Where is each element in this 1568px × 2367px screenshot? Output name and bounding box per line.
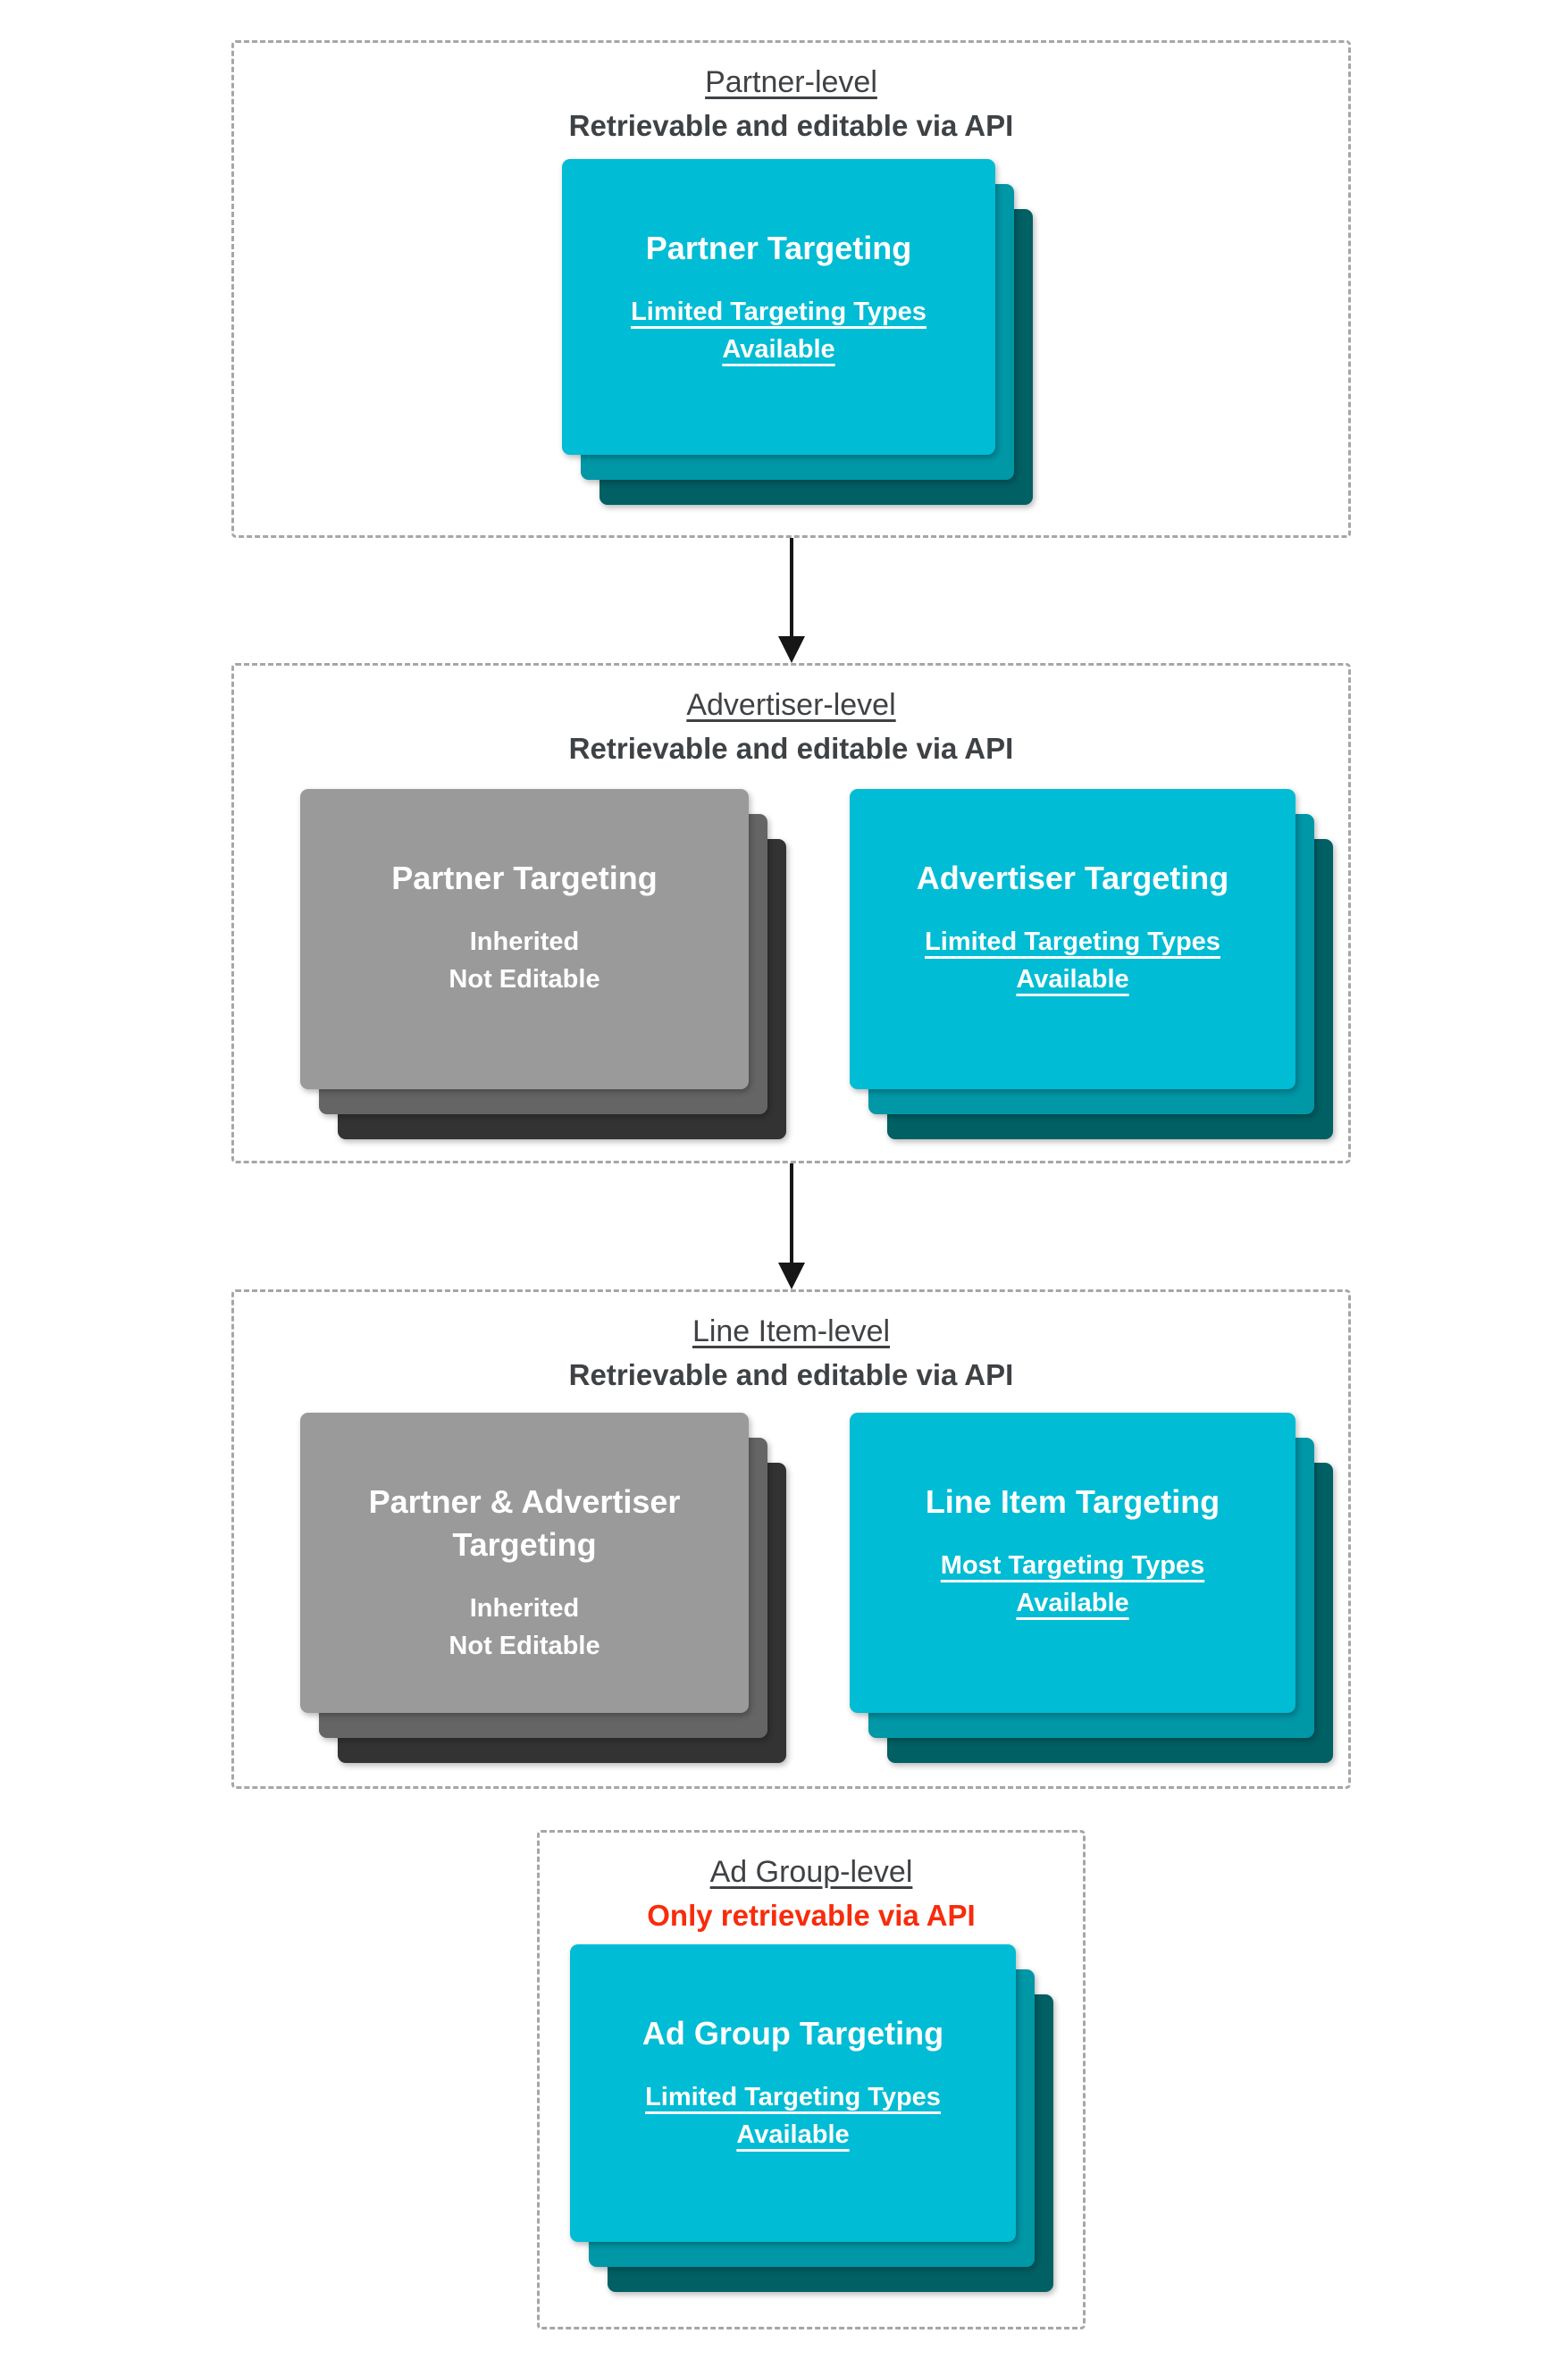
section-header: Partner-level Retrievable and editable v… xyxy=(234,43,1348,148)
section-header: Line Item-level Retrievable and editable… xyxy=(234,1292,1348,1398)
section-subtitle: Only retrievable via API xyxy=(647,1899,976,1932)
card-title: Advertiser Targeting xyxy=(916,860,1229,896)
section-title: Ad Group-level xyxy=(709,1855,913,1889)
section-subtitle: Retrievable and editable via API xyxy=(568,732,1014,765)
card-note: Inherited Not Editable xyxy=(449,923,600,998)
inherited-partner-advertiser-targeting-card-stack: Partner & Advertiser Targeting Inherited… xyxy=(300,1413,786,1763)
inherited-partner-targeting-card-stack: Partner Targeting Inherited Not Editable xyxy=(300,789,786,1139)
card-note-line: Inherited xyxy=(469,927,580,956)
card-title: Partner Targeting xyxy=(645,230,912,266)
inherited-partner-advertiser-targeting-card: Partner & Advertiser Targeting Inherited… xyxy=(300,1413,749,1713)
advertiser-targeting-card-stack: Advertiser Targeting Limited Targeting T… xyxy=(850,789,1333,1139)
section-subtitle: Retrievable and editable via API xyxy=(568,109,1014,142)
section-partner-level: Partner-level Retrievable and editable v… xyxy=(231,40,1351,538)
arrow-line xyxy=(790,1163,793,1270)
card-note-line: Inherited xyxy=(469,1594,580,1623)
line-item-targeting-card: Line Item Targeting Most Targeting Types… xyxy=(850,1413,1295,1713)
section-advertiser-level: Advertiser-level Retrievable and editabl… xyxy=(231,663,1351,1163)
line-item-targeting-card-stack: Line Item Targeting Most Targeting Types… xyxy=(850,1413,1333,1763)
section-ad-group-level: Ad Group-level Only retrievable via API … xyxy=(537,1830,1086,2329)
arrow-head-icon xyxy=(778,636,805,663)
card-note: Most Targeting Types Available xyxy=(940,1551,1205,1617)
section-subtitle: Retrievable and editable via API xyxy=(568,1358,1014,1391)
card-title: Ad Group Targeting xyxy=(641,2015,944,2052)
card-note: Limited Targeting Types Available xyxy=(925,927,1220,994)
flow-arrow-down-1 xyxy=(774,538,809,663)
inherited-partner-targeting-card: Partner Targeting Inherited Not Editable xyxy=(300,789,749,1089)
card-note: Limited Targeting Types Available xyxy=(631,298,927,364)
advertiser-targeting-card: Advertiser Targeting Limited Targeting T… xyxy=(850,789,1295,1089)
section-title: Partner-level xyxy=(705,65,877,99)
flow-arrow-down-2 xyxy=(774,1163,809,1289)
arrow-head-icon xyxy=(778,1263,805,1289)
ad-group-targeting-card: Ad Group Targeting Limited Targeting Typ… xyxy=(570,1944,1016,2242)
card-note: Inherited Not Editable xyxy=(449,1590,600,1665)
ad-group-targeting-card-stack: Ad Group Targeting Limited Targeting Typ… xyxy=(570,1944,1053,2292)
card-title: Partner Targeting xyxy=(391,860,658,896)
card-note-line: Not Editable xyxy=(449,1632,600,1660)
card-note-line: Not Editable xyxy=(449,965,600,994)
partner-targeting-card-stack: Partner Targeting Limited Targeting Type… xyxy=(562,159,1033,505)
section-title: Line Item-level xyxy=(692,1314,891,1348)
section-header: Ad Group-level Only retrievable via API xyxy=(540,1833,1083,1938)
card-title: Line Item Targeting xyxy=(925,1483,1220,1520)
partner-targeting-card: Partner Targeting Limited Targeting Type… xyxy=(562,159,995,455)
section-title: Advertiser-level xyxy=(686,688,896,722)
card-title: Partner & Advertiser Targeting xyxy=(368,1483,681,1563)
section-line-item-level: Line Item-level Retrievable and editable… xyxy=(231,1289,1351,1789)
arrow-line xyxy=(790,538,793,643)
section-header: Advertiser-level Retrievable and editabl… xyxy=(234,666,1348,771)
card-note: Limited Targeting Types Available xyxy=(645,2083,941,2149)
